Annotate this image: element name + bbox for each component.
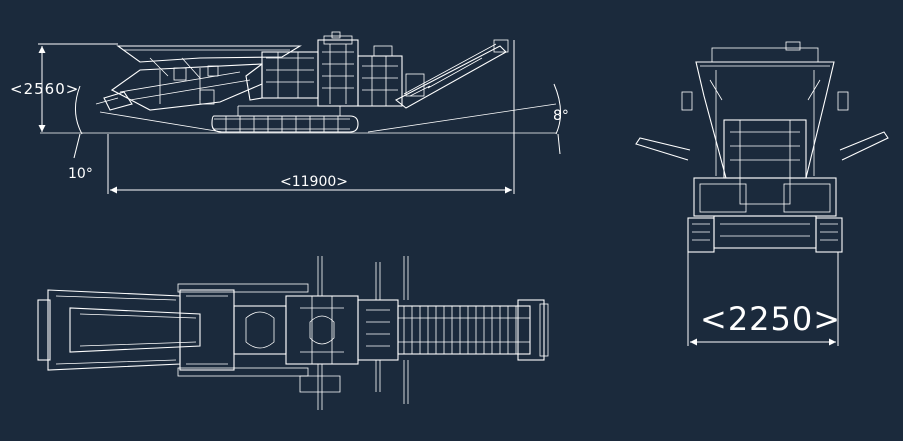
- top-view: [37, 256, 549, 410]
- height-dimension-label: <2560>: [10, 80, 79, 98]
- length-dimension-label: <11900>: [280, 174, 348, 190]
- width-dimension-label: <2250>: [700, 300, 841, 338]
- front-angle-label: 8°: [553, 108, 569, 124]
- rear-angle-label: 10°: [68, 166, 93, 182]
- side-view: <2560> 10° 8° <11900>: [10, 31, 569, 194]
- front-view: <2250>: [635, 41, 889, 346]
